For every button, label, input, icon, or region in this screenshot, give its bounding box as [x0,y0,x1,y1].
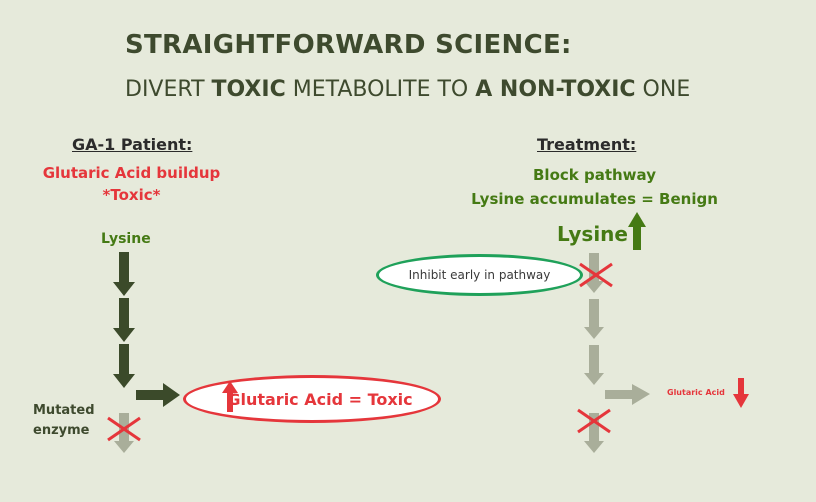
page-subtitle: DIVERT TOXIC METABOLITE TO A NON-TOXIC O… [125,77,690,102]
inhibit-oval: Inhibit early in pathway [376,254,583,296]
subtitle-part-5: ONE [635,77,691,102]
left-lysine-label: Lysine [101,231,151,247]
right-description: Block pathway Lysine accumulates = Benig… [462,163,727,211]
left-arrow-right [136,383,180,407]
toxic-oval-text: Glutaric Acid = Toxic [227,389,413,409]
left-arrow-down-3 [113,344,135,388]
left-arrow-down-2 [113,298,135,342]
right-line-1: Block pathway [533,166,656,184]
right-arrow-down-2 [584,299,604,339]
left-line-2: *Toxic* [102,186,161,204]
left-heading: GA-1 Patient: [72,135,193,154]
page-title: STRAIGHTFORWARD SCIENCE: [125,30,572,60]
right-line-2: Lysine accumulates = Benign [471,190,718,208]
increase-arrow-icon [222,381,238,412]
right-block-x-icon-2 [577,408,611,434]
right-arrow-down-4 [584,413,604,453]
left-line-1: Glutaric Acid buildup [42,164,221,182]
glutaric-small-label: Glutaric Acid [667,388,725,397]
right-arrow-down-3 [584,345,604,385]
left-arrow-down-1 [113,252,135,296]
right-block-x-icon-1 [579,262,613,288]
mutated-enzyme-label: Mutated enzyme [33,401,95,441]
right-heading: Treatment: [537,135,637,154]
subtitle-part-2: TOXIC [211,77,286,102]
subtitle-part-1: DIVERT [125,77,212,102]
glutaric-decrease-arrow-icon [733,378,749,408]
subtitle-part-3: METABOLITE TO [285,77,476,102]
inhibit-oval-text: Inhibit early in pathway [408,268,551,282]
left-description: Glutaric Acid buildup *Toxic* [30,162,233,206]
mutated-line-1: Mutated [33,403,95,418]
lysine-increase-arrow-icon [628,212,646,250]
left-block-x-icon [107,416,141,442]
mutated-line-2: enzyme [33,423,90,438]
right-lysine-label: Lysine [557,222,628,246]
toxic-oval: Glutaric Acid = Toxic [183,375,441,423]
subtitle-part-4: A NON-TOXIC [475,77,636,102]
right-arrow-right [605,384,650,405]
